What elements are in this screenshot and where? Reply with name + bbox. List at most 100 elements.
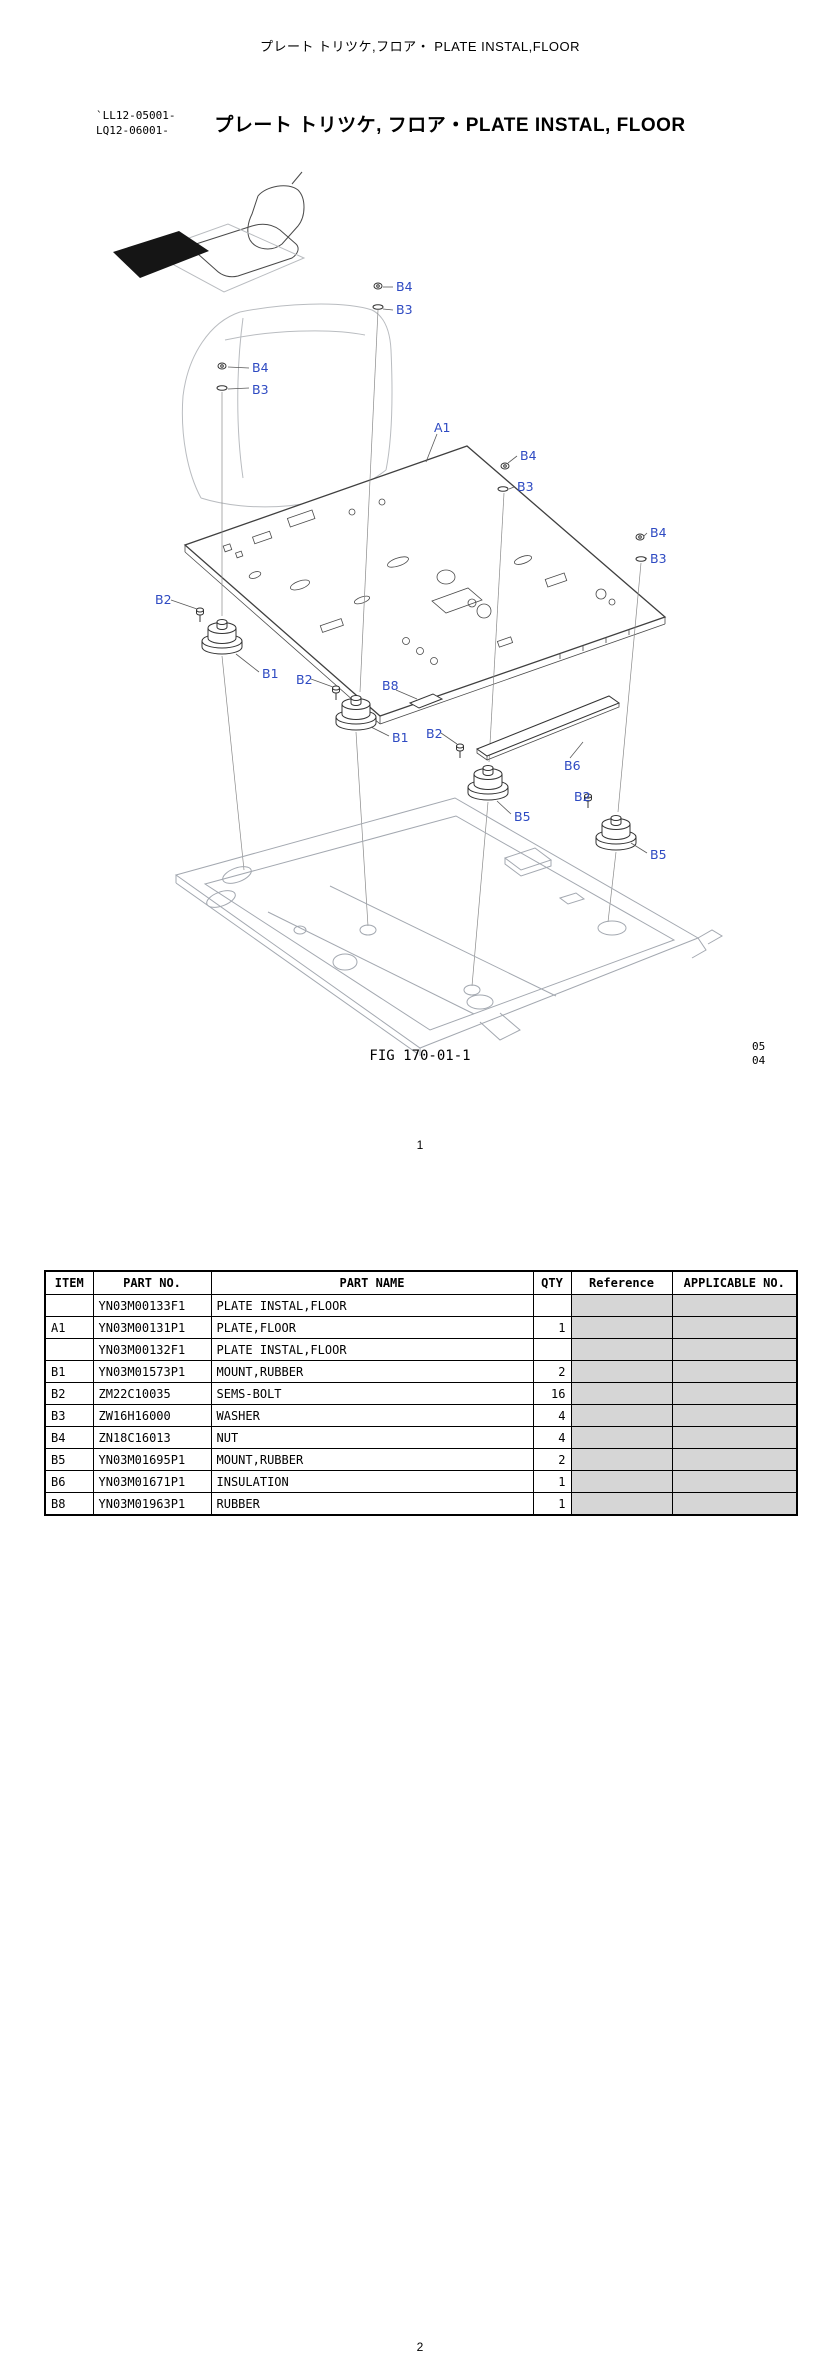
item-cell: B3 [44,1404,94,1427]
qty-cell: 4 [532,1404,572,1427]
washer-b3-1 [372,304,384,310]
col-header-item: ITEM [44,1270,94,1295]
table-row: B3 ZW16H16000 WASHER 4 [44,1404,798,1427]
item-cell [44,1294,94,1317]
applicable-no-cell [671,1294,798,1317]
page-number-bottom: 2 [416,2340,424,2354]
col-header-part-no: PART NO. [92,1270,212,1295]
nut-b4-3 [500,462,510,470]
callout-b3-4: B3 [650,551,667,566]
nut-b4-1 [373,282,383,290]
rubber-piece-b8 [408,693,444,709]
qty-cell [532,1294,572,1317]
callout-b2-4: B2 [574,789,591,804]
item-cell: B8 [44,1492,94,1516]
applicable-no-cell [671,1404,798,1427]
insulation-strip-b6 [475,695,621,761]
serial-code-2: LQ12-06001- [96,124,169,137]
part-name-cell: PLATE,FLOOR [210,1316,534,1339]
assembly-axis-lines [221,309,642,987]
reference-cell [570,1294,673,1317]
part-name-cell: MOUNT,RUBBER [210,1360,534,1383]
reference-cell [570,1492,673,1516]
part-no-cell: YN03M01573P1 [92,1360,212,1383]
table-row: YN03M00132F1 PLATE INSTAL,FLOOR [44,1338,798,1361]
qty-cell: 1 [532,1316,572,1339]
cab-outline [181,303,393,508]
nut-b4-2 [217,362,227,370]
table-row: A1 YN03M00131P1 PLATE,FLOOR 1 [44,1316,798,1339]
callout-b1-1: B1 [262,666,279,681]
table-row: B5 YN03M01695P1 MOUNT,RUBBER 2 [44,1448,798,1471]
table-row: B1 YN03M01573P1 MOUNT,RUBBER 2 [44,1360,798,1383]
nut-b4-4 [635,533,645,541]
part-no-cell: YN03M01695P1 [92,1448,212,1471]
washer-b3-3 [497,486,509,492]
qty-cell: 16 [532,1382,572,1405]
floor-plate [183,445,667,725]
table-header-row: ITEM PART NO. PART NAME QTY Reference AP… [44,1270,798,1295]
item-cell: A1 [44,1316,94,1339]
qty-cell: 4 [532,1426,572,1449]
part-name-cell: NUT [210,1426,534,1449]
item-cell: B4 [44,1426,94,1449]
callout-b4-3: B4 [520,448,537,463]
table-row: B4 ZN18C16013 NUT 4 [44,1426,798,1449]
applicable-no-cell [671,1360,798,1383]
washer-b3-2 [216,385,228,391]
col-header-qty: QTY [532,1270,572,1295]
figure-caption: FIG 170-01-1 [369,1048,471,1064]
callout-b1-2: B1 [392,730,409,745]
table-row: YN03M00133F1 PLATE INSTAL,FLOOR [44,1294,798,1317]
callout-b3-1: B3 [396,302,413,317]
col-header-applicable-no: APPLICABLE NO. [671,1270,798,1295]
part-no-cell: ZW16H16000 [92,1404,212,1427]
callout-b4-4: B4 [650,525,667,540]
applicable-no-cell [671,1426,798,1449]
part-no-cell: ZM22C10035 [92,1382,212,1405]
exploded-parts-diagram: B4 B3 B4 B3 A1 B4 B3 B4 B3 B2 B1 B2 B8 B… [113,171,723,1056]
part-no-cell: YN03M00132F1 [92,1338,212,1361]
page-header-title: プレート トリツケ,フロア・ PLATE INSTAL,FLOOR [259,39,581,54]
chassis-frame [174,797,723,1056]
table-row: B6 YN03M01671P1 INSULATION 1 [44,1470,798,1493]
table-row: B8 YN03M01963P1 RUBBER 1 [44,1492,798,1516]
mount-b5-2 [595,815,637,851]
callout-b2-3: B2 [426,726,443,741]
item-cell: B5 [44,1448,94,1471]
applicable-no-cell [671,1470,798,1493]
reference-cell [570,1470,673,1493]
bolt-b2-3 [456,743,464,759]
callout-leader-lines [170,286,648,854]
callout-b3-2: B3 [252,382,269,397]
qty-cell: 1 [532,1470,572,1493]
bolt-b2-1 [196,607,204,623]
part-no-cell: YN03M00133F1 [92,1294,212,1317]
item-cell: B6 [44,1470,94,1493]
table-row: B2 ZM22C10035 SEMS-BOLT 16 [44,1382,798,1405]
applicable-no-cell [671,1338,798,1361]
item-cell: B1 [44,1360,94,1383]
part-name-cell: INSULATION [210,1470,534,1493]
reference-cell [570,1338,673,1361]
floor-mat-shape [113,231,209,278]
reference-cell [570,1316,673,1339]
bolt-b2-2 [332,685,340,701]
figure-title: プレート トリツケ, フロア・PLATE INSTAL, FLOOR [214,115,686,136]
callout-b4-1: B4 [396,279,413,294]
serial-number-block: `LL12-05001- LQ12-06001- [96,108,175,138]
part-no-cell: YN03M01963P1 [92,1492,212,1516]
qty-cell: 2 [532,1360,572,1383]
qty-cell: 1 [532,1492,572,1516]
callout-b6: B6 [564,758,581,773]
callout-b5-1: B5 [514,809,531,824]
mount-b1-1 [201,619,243,655]
part-name-cell: PLATE INSTAL,FLOOR [210,1294,534,1317]
applicable-no-cell [671,1382,798,1405]
col-header-part-name: PART NAME [210,1270,534,1295]
item-cell [44,1338,94,1361]
applicable-no-cell [671,1448,798,1471]
callout-labels: B4 B3 B4 B3 A1 B4 B3 B4 B3 B2 B1 B2 B8 B… [155,279,667,862]
page-number-middle: 1 [416,1138,424,1152]
reference-cell [570,1404,673,1427]
